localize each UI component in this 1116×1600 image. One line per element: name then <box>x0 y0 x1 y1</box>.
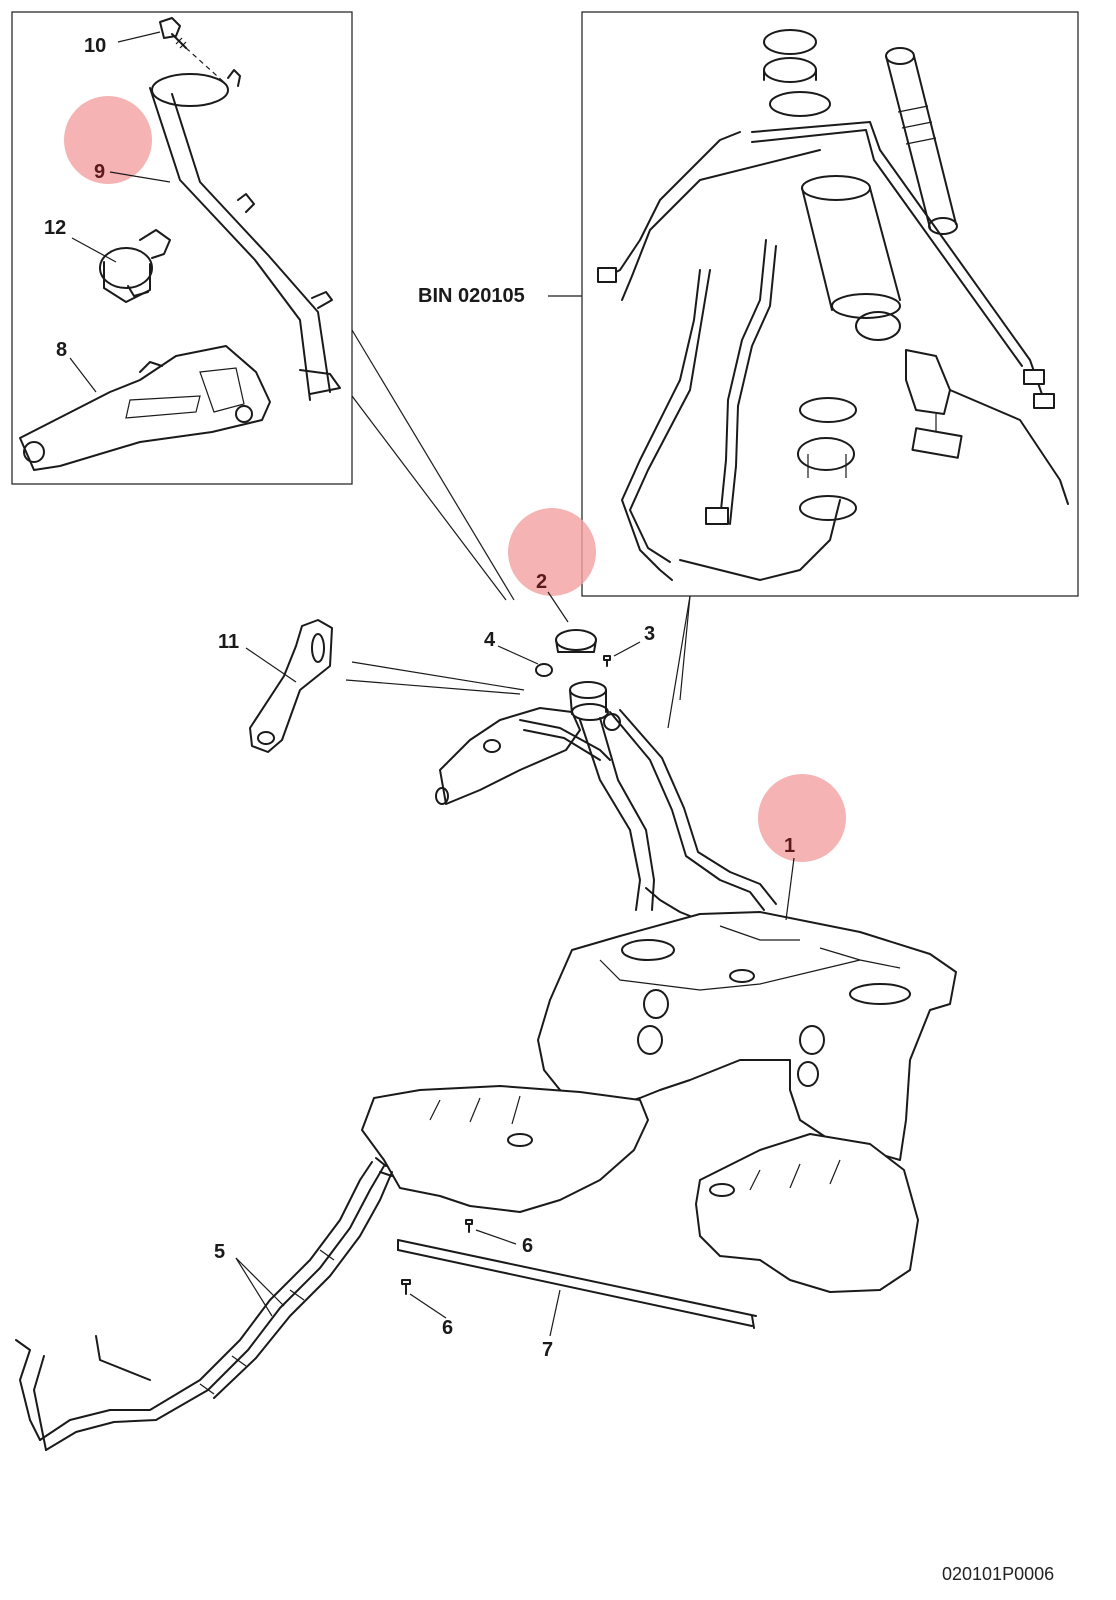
callout-1[interactable]: 1 <box>784 835 795 857</box>
callout-5[interactable]: 5 <box>214 1241 225 1263</box>
part-7-tank-strap[interactable] <box>397 1239 757 1329</box>
inset-leader-lines <box>351 329 691 729</box>
callout-labels: 1 2 3 4 5 6 6 7 8 9 10 11 12 <box>44 35 795 1361</box>
callout-10[interactable]: 10 <box>84 35 106 57</box>
highlight-marker-1 <box>758 774 846 862</box>
bin-reference: BIN 020105 <box>418 285 582 307</box>
callout-11[interactable]: 11 <box>218 631 239 653</box>
part-6-screw-lower[interactable] <box>401 1279 411 1295</box>
part-2-filler-cap[interactable] <box>555 629 597 653</box>
inset-left-filler-neck-parts <box>11 11 353 485</box>
highlight-marker-9 <box>64 96 152 184</box>
fuel-filter[interactable] <box>885 47 958 235</box>
callout-3[interactable]: 3 <box>644 623 655 645</box>
part-8-heat-shield[interactable] <box>19 345 271 471</box>
callout-8[interactable]: 8 <box>56 339 67 361</box>
callout-6-lower[interactable]: 6 <box>442 1317 453 1339</box>
sender-flange-rings[interactable] <box>797 397 857 521</box>
part-5-fuel-lines[interactable] <box>15 1161 393 1451</box>
inset-right-fuel-pump-assembly <box>581 11 1079 597</box>
part-3-screw[interactable] <box>603 655 611 667</box>
callout-2[interactable]: 2 <box>536 571 547 593</box>
callout-4[interactable]: 4 <box>484 629 496 651</box>
bin-reference-label: BIN 020105 <box>418 285 525 307</box>
fuel-pump-canister[interactable] <box>801 175 901 341</box>
part-6-screw-upper[interactable] <box>465 1219 473 1233</box>
part-10-bolt[interactable] <box>159 17 227 85</box>
diagram-id: 020101P0006 <box>942 1564 1054 1584</box>
callout-leaders <box>69 31 795 1337</box>
part-11-bracket[interactable] <box>249 619 333 753</box>
part-9-bracket-strap[interactable] <box>149 69 341 401</box>
part-12-clamp[interactable] <box>99 229 171 303</box>
callout-12[interactable]: 12 <box>44 217 66 239</box>
part-4-nut[interactable] <box>535 663 553 677</box>
pump-fuel-lines[interactable] <box>603 121 1045 581</box>
callout-9[interactable]: 9 <box>94 161 105 183</box>
part-1-fuel-tank[interactable] <box>361 911 957 1293</box>
filler-neck-and-hoses[interactable] <box>435 681 777 921</box>
pump-lock-rings[interactable] <box>763 29 831 117</box>
fuel-level-sender[interactable] <box>905 349 1069 505</box>
callout-6-upper[interactable]: 6 <box>522 1235 533 1257</box>
highlight-marker-2 <box>508 508 596 596</box>
pump-electrical-connectors[interactable] <box>597 267 1055 525</box>
callout-7[interactable]: 7 <box>542 1339 553 1361</box>
